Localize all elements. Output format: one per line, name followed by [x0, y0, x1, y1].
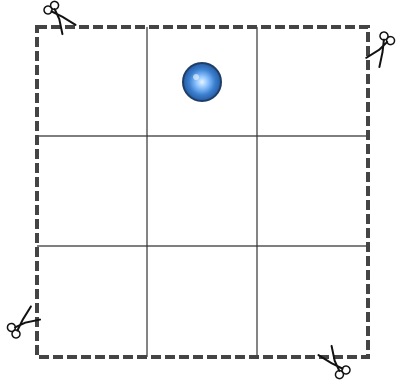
scissors-icon-top-left [42, 0, 75, 35]
scissors-icon-bottom-right [318, 345, 351, 382]
blue-ball[interactable] [183, 63, 221, 101]
